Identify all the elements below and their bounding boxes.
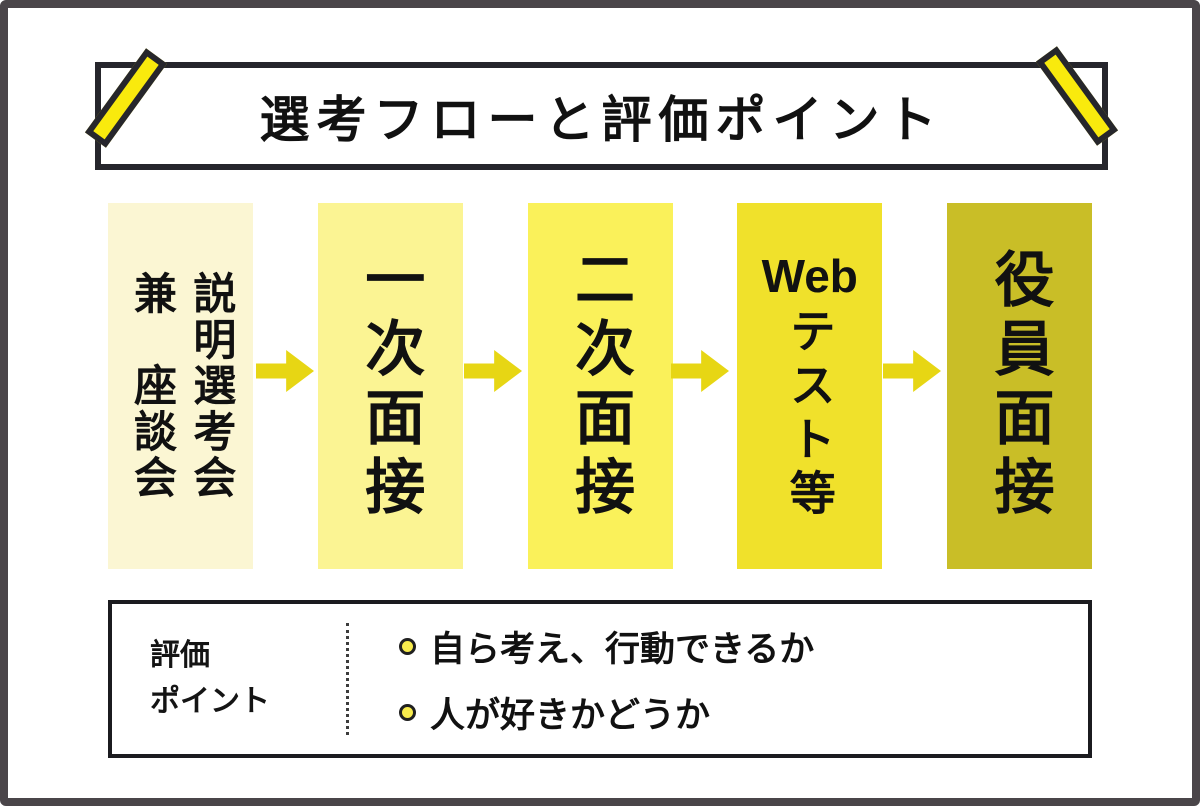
dotted-divider [346,623,349,735]
flow-step-label: 役員面接 [986,248,1053,524]
evaluation-point-text: 人が好きかどうか [430,695,711,735]
selection-flow: 説明選考会 兼 座談会 一次面接 二次面接 Web テスト等 役員面接 [108,203,1092,569]
evaluation-points-box: 評価 ポイント 自ら考え、行動できるか 人が好きかどうか [108,600,1092,758]
evaluation-points-list: 自ら考え、行動できるか 人が好きかどうか [349,621,814,738]
flow-step-label-latin: Web [761,250,858,302]
flow-step-label: 説明選考会 兼 座談会 [127,271,235,501]
flow-step-label: 一次面接 [356,248,424,524]
flow-step-first-interview: 一次面接 [317,203,463,569]
flow-arrow-right-icon [464,350,522,392]
evaluation-point-text: 自ら考え、行動できるか [430,629,815,669]
bullet-circle-icon [399,637,416,655]
flow-step-web-test: Web テスト等 [737,203,883,569]
bullet-circle-icon [399,703,416,721]
title-banner: 選考フローと評価ポイント [84,46,1119,170]
flow-step-briefing-session: 説明選考会 兼 座談会 [108,203,253,569]
flow-arrow-right-icon [256,350,314,392]
corner-ribbon-right-icon [1035,46,1119,146]
list-item: 自ら考え、行動できるか [399,621,814,672]
corner-ribbon-left-icon [84,48,168,148]
flow-step-second-interview: 二次面接 [527,203,673,569]
flow-step-label-vertical: テスト等 [783,307,836,523]
page-title: 選考フローと評価ポイント [259,92,944,148]
list-item: 人が好きかどうか [399,687,814,738]
flow-step-label: 二次面接 [566,248,634,524]
flow-step-label: Web テスト等 [762,249,858,523]
flow-arrow-right-icon [671,350,729,392]
flow-arrow-right-icon [883,350,941,392]
evaluation-points-heading: 評価 ポイント [150,638,270,719]
flow-step-executive-interview: 役員面接 [947,203,1092,569]
